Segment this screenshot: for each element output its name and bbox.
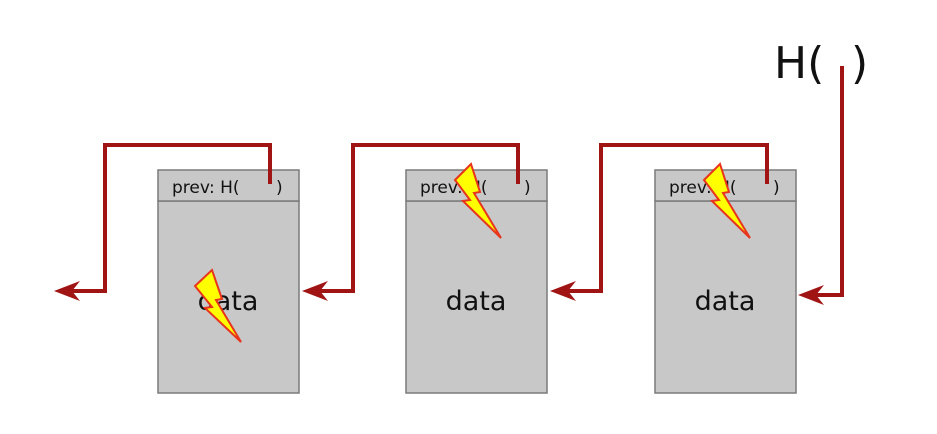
block-1: prev: H( ) data: [157, 169, 300, 394]
block-1-header-label: prev: H(: [172, 178, 240, 198]
pointer-block-3-to-block-2: [566, 143, 769, 293]
block-2-header-close: ): [524, 178, 531, 198]
block-3-header-close: ): [773, 178, 780, 198]
block-3: prev: H( ) data: [654, 169, 797, 394]
arrow-head-icon: [54, 281, 80, 301]
lightning-bolt-icon: [193, 268, 242, 343]
block-1-body: [157, 200, 300, 394]
pointer-block-2-to-block-1: [318, 143, 520, 293]
block-3-data-label: data: [695, 286, 756, 317]
pointer-head-to-block-3: [812, 66, 844, 297]
arrow-head-icon: [550, 281, 576, 301]
head-hash-label-open: H(: [774, 38, 824, 89]
block-2-data-label: data: [446, 286, 507, 317]
block-1-header-close: ): [276, 178, 283, 198]
lightning-bolt-icon: [453, 162, 502, 239]
arrow-head-icon: [798, 285, 824, 305]
arrow-head-icon: [302, 281, 328, 301]
block-2-body: [405, 200, 548, 394]
pointer-block-1-to-previous: [70, 143, 272, 293]
block-3-body: [654, 200, 797, 394]
lightning-bolt-icon: [702, 162, 751, 239]
head-hash-label-close: ): [851, 38, 868, 89]
block-1-header: [157, 169, 300, 202]
